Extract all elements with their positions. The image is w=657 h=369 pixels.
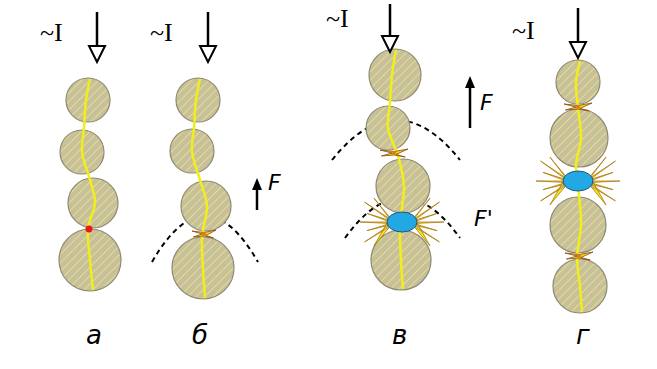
spark	[380, 149, 408, 157]
spark	[192, 230, 216, 238]
spark-core	[392, 151, 396, 155]
current-path	[192, 79, 207, 298]
spark-core	[576, 105, 580, 109]
force-arrowhead	[252, 178, 262, 190]
current-label: ~I	[40, 20, 63, 46]
panel-letter: а	[86, 322, 102, 348]
current-path	[388, 50, 404, 289]
current-arrow	[389, 4, 392, 38]
spark-rays	[536, 157, 566, 205]
force-arrow	[469, 86, 472, 128]
panel-letter: в	[392, 322, 407, 348]
current-label: ~I	[326, 6, 349, 32]
current-label: ~I	[512, 18, 535, 44]
current-path	[82, 79, 95, 290]
molten-bridge	[387, 212, 417, 232]
current-arrowhead	[200, 46, 216, 62]
panel-letter: б	[192, 322, 208, 348]
current-arrow	[96, 12, 99, 48]
force-arrowhead	[465, 76, 475, 88]
molten-bridge	[563, 171, 593, 191]
force-label: F	[268, 172, 281, 194]
spark-core	[577, 254, 581, 258]
force-label: F'	[474, 208, 493, 230]
spark-rays	[414, 198, 444, 246]
current-arrowhead	[570, 42, 586, 58]
current-arrow	[577, 8, 580, 44]
current-label: ~I	[150, 20, 173, 46]
spark	[565, 252, 593, 260]
spark-rays	[590, 157, 620, 205]
spark	[564, 103, 592, 111]
contact-point	[86, 226, 93, 233]
current-arrowhead	[382, 36, 398, 52]
force-arrow	[256, 188, 259, 210]
spark-rays	[360, 198, 390, 246]
spark-core	[202, 232, 206, 236]
force-label: F	[480, 92, 493, 114]
particle	[68, 178, 118, 228]
current-arrow	[207, 12, 210, 48]
current-arrowhead	[89, 46, 105, 62]
panel-letter: г	[576, 322, 590, 348]
